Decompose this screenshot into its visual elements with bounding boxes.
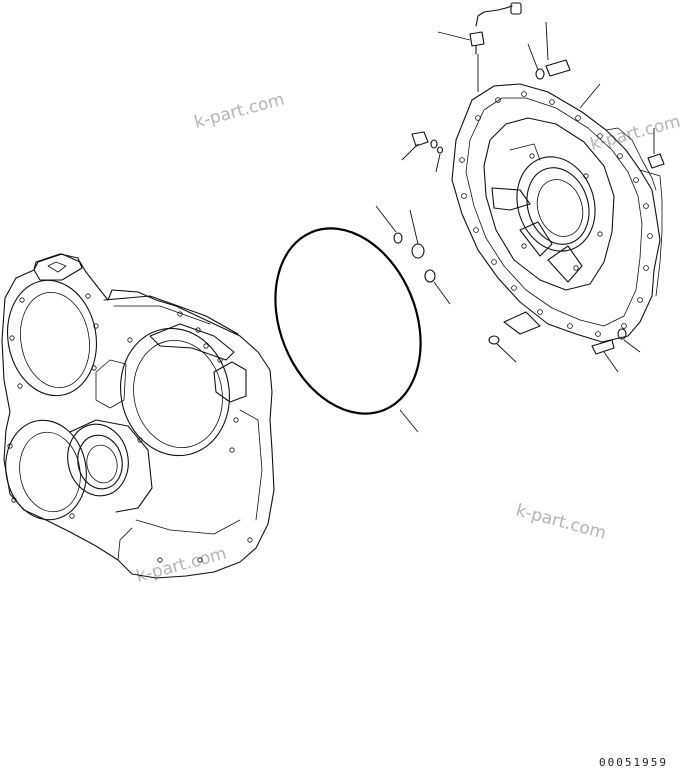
- sensor-harness: [469, 2, 522, 55]
- leader-line-plug: [401, 143, 419, 161]
- leader-line-washer-top: [527, 43, 539, 71]
- leader-line-o-ring: [399, 409, 419, 433]
- drawing-code: 00051959: [599, 756, 668, 769]
- leader-line-bolt-top: [545, 21, 549, 61]
- leader-line-bolt-bottom: [603, 351, 619, 373]
- bolt-washer-bottom: [591, 328, 627, 355]
- watermark: k-part.com: [514, 501, 609, 544]
- watermark: k-part.com: [588, 112, 683, 155]
- leader-lines-dowels: [375, 205, 517, 363]
- watermark: k-part.com: [192, 90, 287, 133]
- plug-left: [411, 131, 444, 154]
- dowel-pins: [393, 232, 500, 345]
- leader-line-plug-2: [435, 153, 441, 173]
- elbow-fitting: [647, 153, 665, 169]
- leader-line-washer-bottom: [623, 339, 641, 353]
- leader-line-sensor: [437, 31, 471, 41]
- watermark: k-part.com: [134, 544, 229, 587]
- cover-plate: [451, 83, 663, 343]
- o-ring: [274, 227, 422, 415]
- leader-line-cover: [579, 83, 601, 109]
- transmission-case: [1, 253, 275, 579]
- bolt-washer-top: [535, 59, 571, 80]
